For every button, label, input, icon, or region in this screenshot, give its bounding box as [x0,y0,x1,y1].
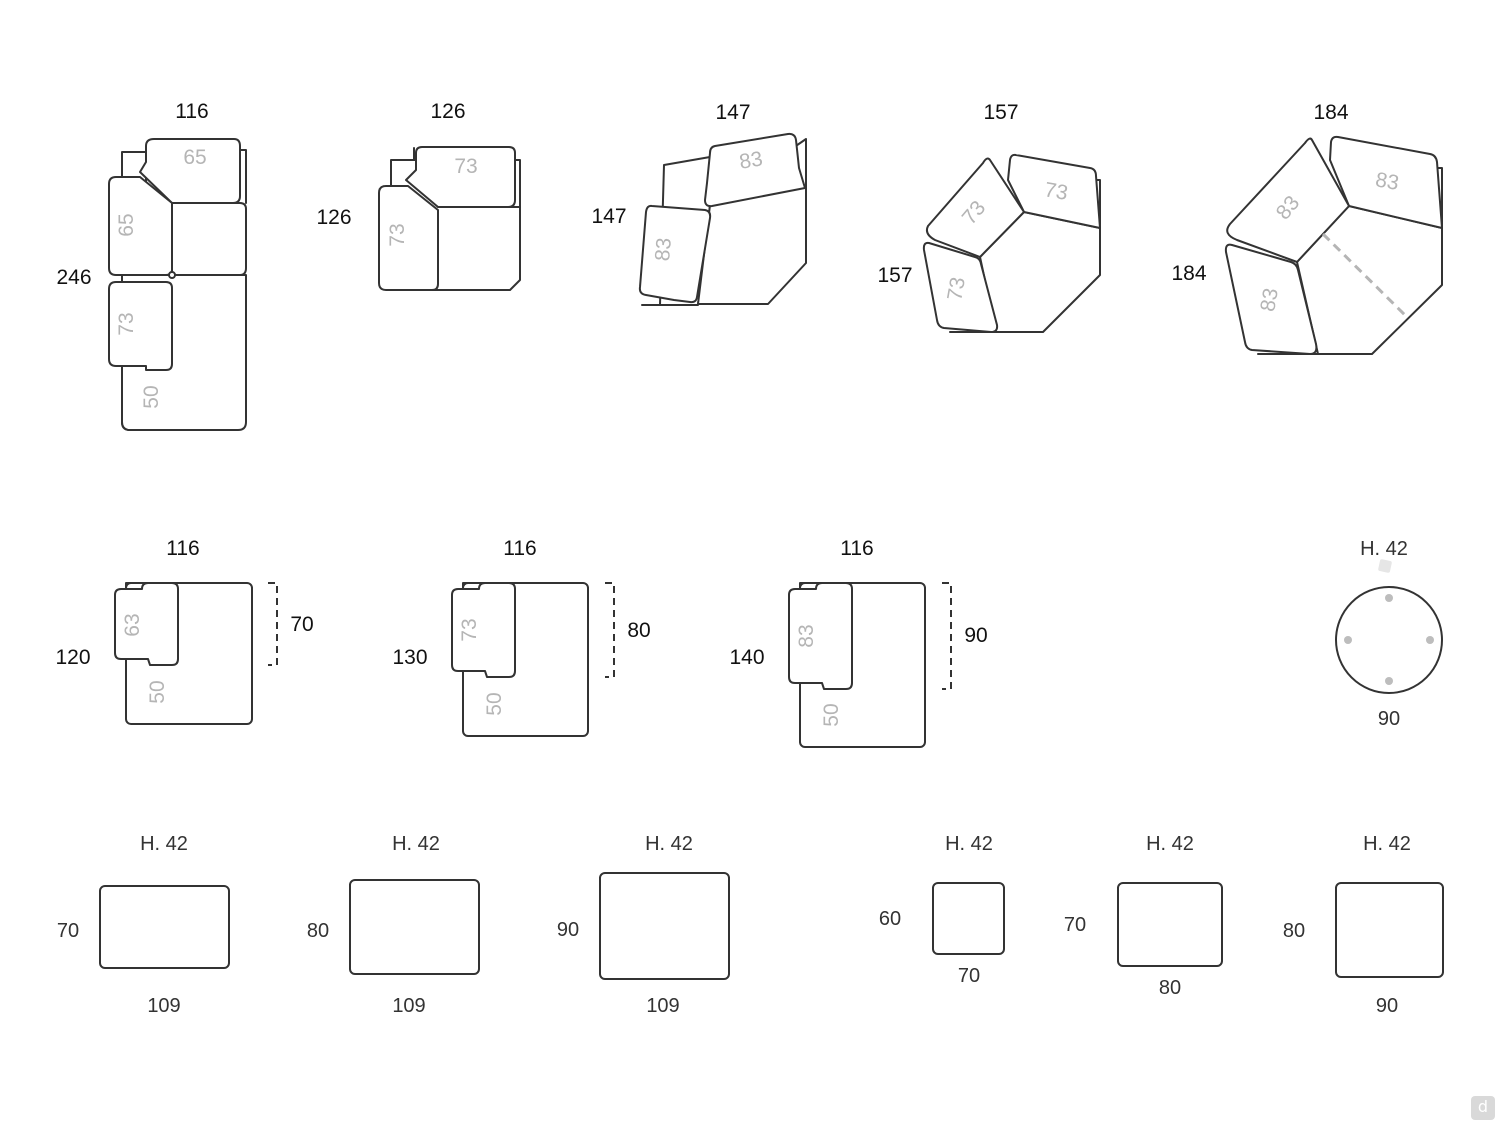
table-leg [1385,594,1393,602]
depth-label: 184 [1171,262,1206,285]
side-label: 80 [1283,920,1305,942]
bottom-label: 80 [1159,977,1181,999]
depth-label: 246 [56,266,91,289]
backrest-depth-label: 90 [964,624,987,647]
bottom-label: 70 [958,965,980,987]
seat-label: 73 [458,618,481,641]
brand-d-icon: d [1471,1096,1495,1120]
width-label: 116 [166,537,199,560]
depth-label: 120 [55,646,90,669]
table-leg [1426,636,1434,644]
module-corner-147: 83 83 147 147 [591,101,807,306]
module-chaise-116x246: 65 65 73 50 116 246 [56,100,247,431]
table-leg [1344,636,1352,644]
table-leg [1385,677,1393,685]
side-label: 70 [1064,914,1086,936]
bottom-label: 90 [1376,995,1398,1017]
seat-label: 50 [146,680,169,703]
seat-label: 83 [651,237,676,262]
width-label: 126 [430,100,465,123]
seat-label: 83 [795,624,818,647]
seat-label: 73 [454,155,477,178]
depth-label: 147 [591,205,626,228]
height-label: H. 42 [645,833,693,855]
width-label: 116 [840,537,873,560]
seat-label: 73 [1043,178,1070,205]
pouf-109x90: H. 42 90 109 [557,833,730,1017]
height-label: H. 42 [140,833,188,855]
height-label: H. 42 [1363,833,1411,855]
height-label: H. 42 [1146,833,1194,855]
seat-label: 50 [820,703,843,726]
pouf-80x70: H. 42 70 80 [1064,833,1223,999]
diameter-label: 90 [1378,708,1400,730]
depth-label: 130 [392,646,427,669]
round-table: H. 42 90 [1335,538,1443,730]
width-label: 184 [1313,101,1348,124]
bottom-label: 109 [392,995,425,1017]
seat-label: 50 [140,385,163,408]
depth-label: 140 [729,646,764,669]
module-chaise-116x120: 63 50 116 120 70 [55,537,314,725]
seat-label: 50 [483,692,506,715]
module-chaise-116x130: 73 50 116 130 80 [392,537,651,737]
side-label: 90 [557,919,579,941]
module-corner-184: 83 83 83 184 184 [1171,101,1443,355]
width-label: 157 [983,101,1018,124]
seat-label: 65 [183,146,206,169]
seat-label: 83 [1256,286,1283,313]
backrest-depth-label: 80 [627,619,650,642]
pouf-109x80: H. 42 80 109 [307,833,480,1017]
module-corner-157: 73 73 73 157 157 [877,101,1101,333]
pouf-70x60: H. 42 60 70 [879,833,1005,987]
width-label: 116 [503,537,536,560]
width-label: 147 [715,101,750,124]
seat-label: 83 [1374,168,1401,195]
bottom-label: 109 [147,995,180,1017]
pouf-109x70: H. 42 70 109 [57,833,230,1017]
bottom-label: 109 [646,995,679,1017]
side-label: 80 [307,920,329,942]
height-label: H. 42 [1360,538,1408,560]
depth-label: 126 [316,206,351,229]
seat-label: 73 [386,223,409,246]
seat-label: 63 [121,613,144,636]
side-label: 70 [57,920,79,942]
width-label: 116 [175,100,208,123]
pouf-90x80: H. 42 80 90 [1283,833,1444,1017]
depth-label: 157 [877,264,912,287]
backrest-depth-label: 70 [290,613,313,636]
seat-label: 73 [115,312,138,335]
height-label: H. 42 [392,833,440,855]
seat-label: 83 [738,147,765,173]
side-label: 60 [879,908,901,930]
module-chaise-116x140: 83 50 116 140 90 [729,537,988,748]
seat-label: 73 [943,275,970,302]
module-corner-126: 73 73 126 126 [316,100,521,291]
height-label: H. 42 [945,833,993,855]
seat-label: 65 [115,213,138,236]
